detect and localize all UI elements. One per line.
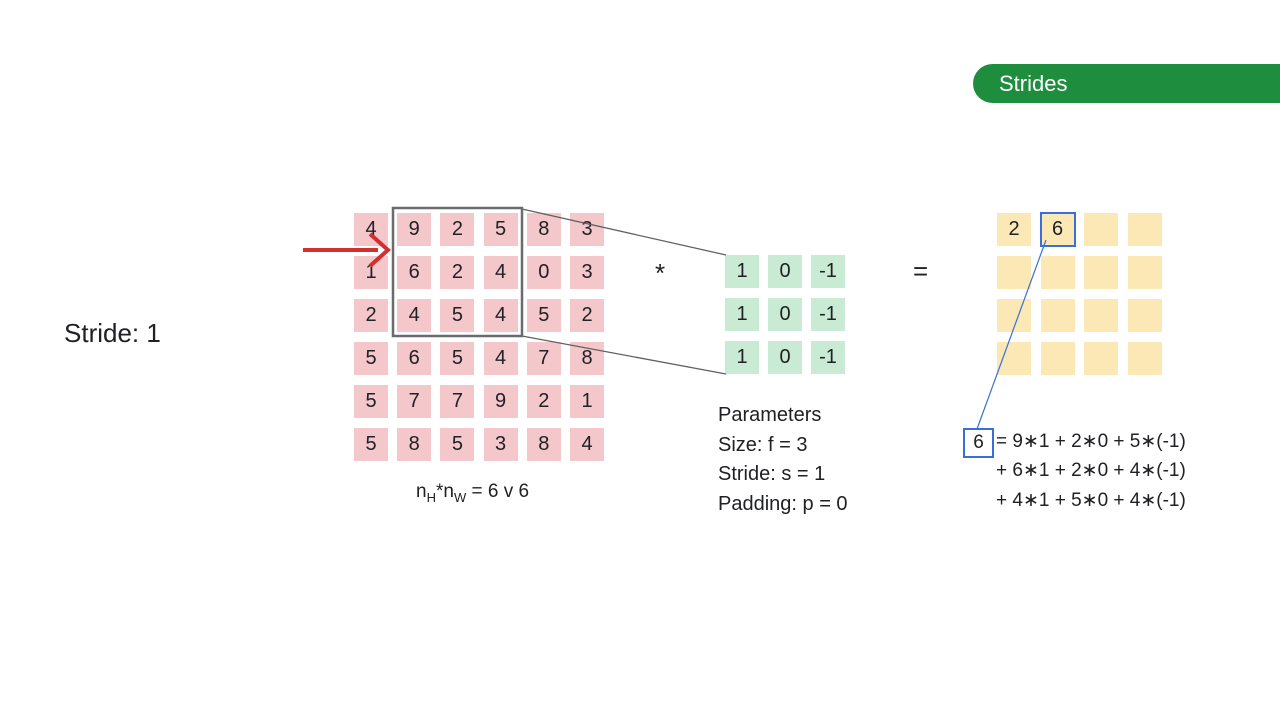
input-cell: 5: [440, 428, 475, 461]
input-cell: 4: [483, 342, 518, 375]
parameters-block: Parameters Size: f = 3 Stride: s = 1 Pad…: [718, 401, 848, 519]
input-cell: 4: [483, 256, 518, 289]
input-cell: 2: [354, 299, 388, 332]
input-cell: 5: [354, 385, 388, 418]
output-cell: [1084, 299, 1118, 332]
input-cell: 2: [570, 299, 604, 332]
input-cell: 7: [440, 385, 475, 418]
result-highlight: 6: [963, 428, 994, 458]
parameter-stride: Stride: s = 1: [718, 463, 826, 485]
input-cell: 8: [526, 428, 561, 461]
output-cell: [1127, 342, 1162, 375]
kernel-cell: 1: [725, 255, 759, 288]
output-cell: [1127, 256, 1162, 289]
parameter-size: Size: f = 3: [718, 433, 808, 456]
input-cell: 2: [440, 213, 475, 246]
input-cell: 9: [483, 385, 518, 418]
input-cell: 6: [397, 342, 432, 375]
input-dimensions: nH*nW = 6 v 6: [416, 481, 530, 505]
input-cell: 4: [483, 299, 518, 332]
input-cell: 0: [526, 256, 561, 289]
output-cell: [1040, 299, 1075, 332]
equation-line-3: + 4∗1 + 5∗0 + 4∗(-1): [996, 490, 1186, 511]
input-cell: 3: [483, 428, 518, 461]
kernel-cell: -1: [811, 255, 845, 288]
strides-badge-label: Strides: [999, 71, 1068, 96]
input-cell: 3: [570, 213, 604, 246]
kernel-cell: 0: [768, 298, 802, 331]
parameter-padding: Padding: p = 0: [718, 492, 848, 515]
input-cell: 5: [526, 299, 561, 332]
input-cell: 7: [397, 385, 432, 418]
kernel-cell: -1: [811, 298, 845, 331]
input-cell: 4: [397, 299, 432, 332]
output-cell: [997, 256, 1031, 289]
input-cell: 5: [354, 428, 388, 461]
parameters-title: Parameters: [718, 404, 822, 426]
output-cell: [1084, 213, 1118, 246]
convolution-operator: *: [655, 258, 666, 288]
kernel-cell: 1: [725, 341, 759, 374]
input-cell: 5: [354, 342, 388, 375]
input-cell: 1: [354, 256, 388, 289]
input-cell: 4: [354, 213, 388, 246]
input-cell: 3: [570, 256, 604, 289]
kernel-cell: 0: [768, 255, 802, 288]
kernel-cell: 1: [725, 298, 759, 331]
input-cell: 4: [570, 428, 604, 461]
output-cell: [1084, 342, 1118, 375]
output-cell: [1040, 342, 1075, 375]
output-cell: [1040, 256, 1075, 289]
input-cell: 1: [570, 385, 604, 418]
input-cell: 6: [397, 256, 432, 289]
output-cell: [1127, 213, 1162, 246]
input-cell: 2: [526, 385, 561, 418]
kernel-cell: -1: [811, 341, 845, 374]
filter-window: [391, 206, 524, 338]
stride-label: Stride: 1: [64, 318, 161, 348]
input-cell: 7: [526, 342, 561, 375]
input-cell: 8: [397, 428, 432, 461]
input-cell: 8: [526, 213, 561, 246]
input-cell: 2: [440, 256, 475, 289]
kernel-cell: 0: [768, 341, 802, 374]
result-connector: [976, 239, 1047, 430]
output-cell: [1127, 299, 1162, 332]
stride-arrow-head: [368, 232, 392, 268]
input-cell: 5: [440, 299, 475, 332]
strides-badge: Strides: [973, 64, 1280, 103]
equation-line-2: + 6∗1 + 2∗0 + 4∗(-1): [996, 460, 1186, 481]
input-cell: 9: [397, 213, 432, 246]
window-connector-bottom: [521, 335, 727, 375]
output-highlight: [1040, 212, 1076, 247]
input-cell: 5: [483, 213, 518, 246]
output-cell: [1084, 256, 1118, 289]
output-cell: 2: [997, 213, 1031, 246]
equals-sign: =: [913, 256, 929, 286]
input-cell: 5: [440, 342, 475, 375]
window-connector-top: [521, 208, 727, 256]
equation-line-1: = 9∗1 + 2∗0 + 5∗(-1): [996, 431, 1186, 452]
